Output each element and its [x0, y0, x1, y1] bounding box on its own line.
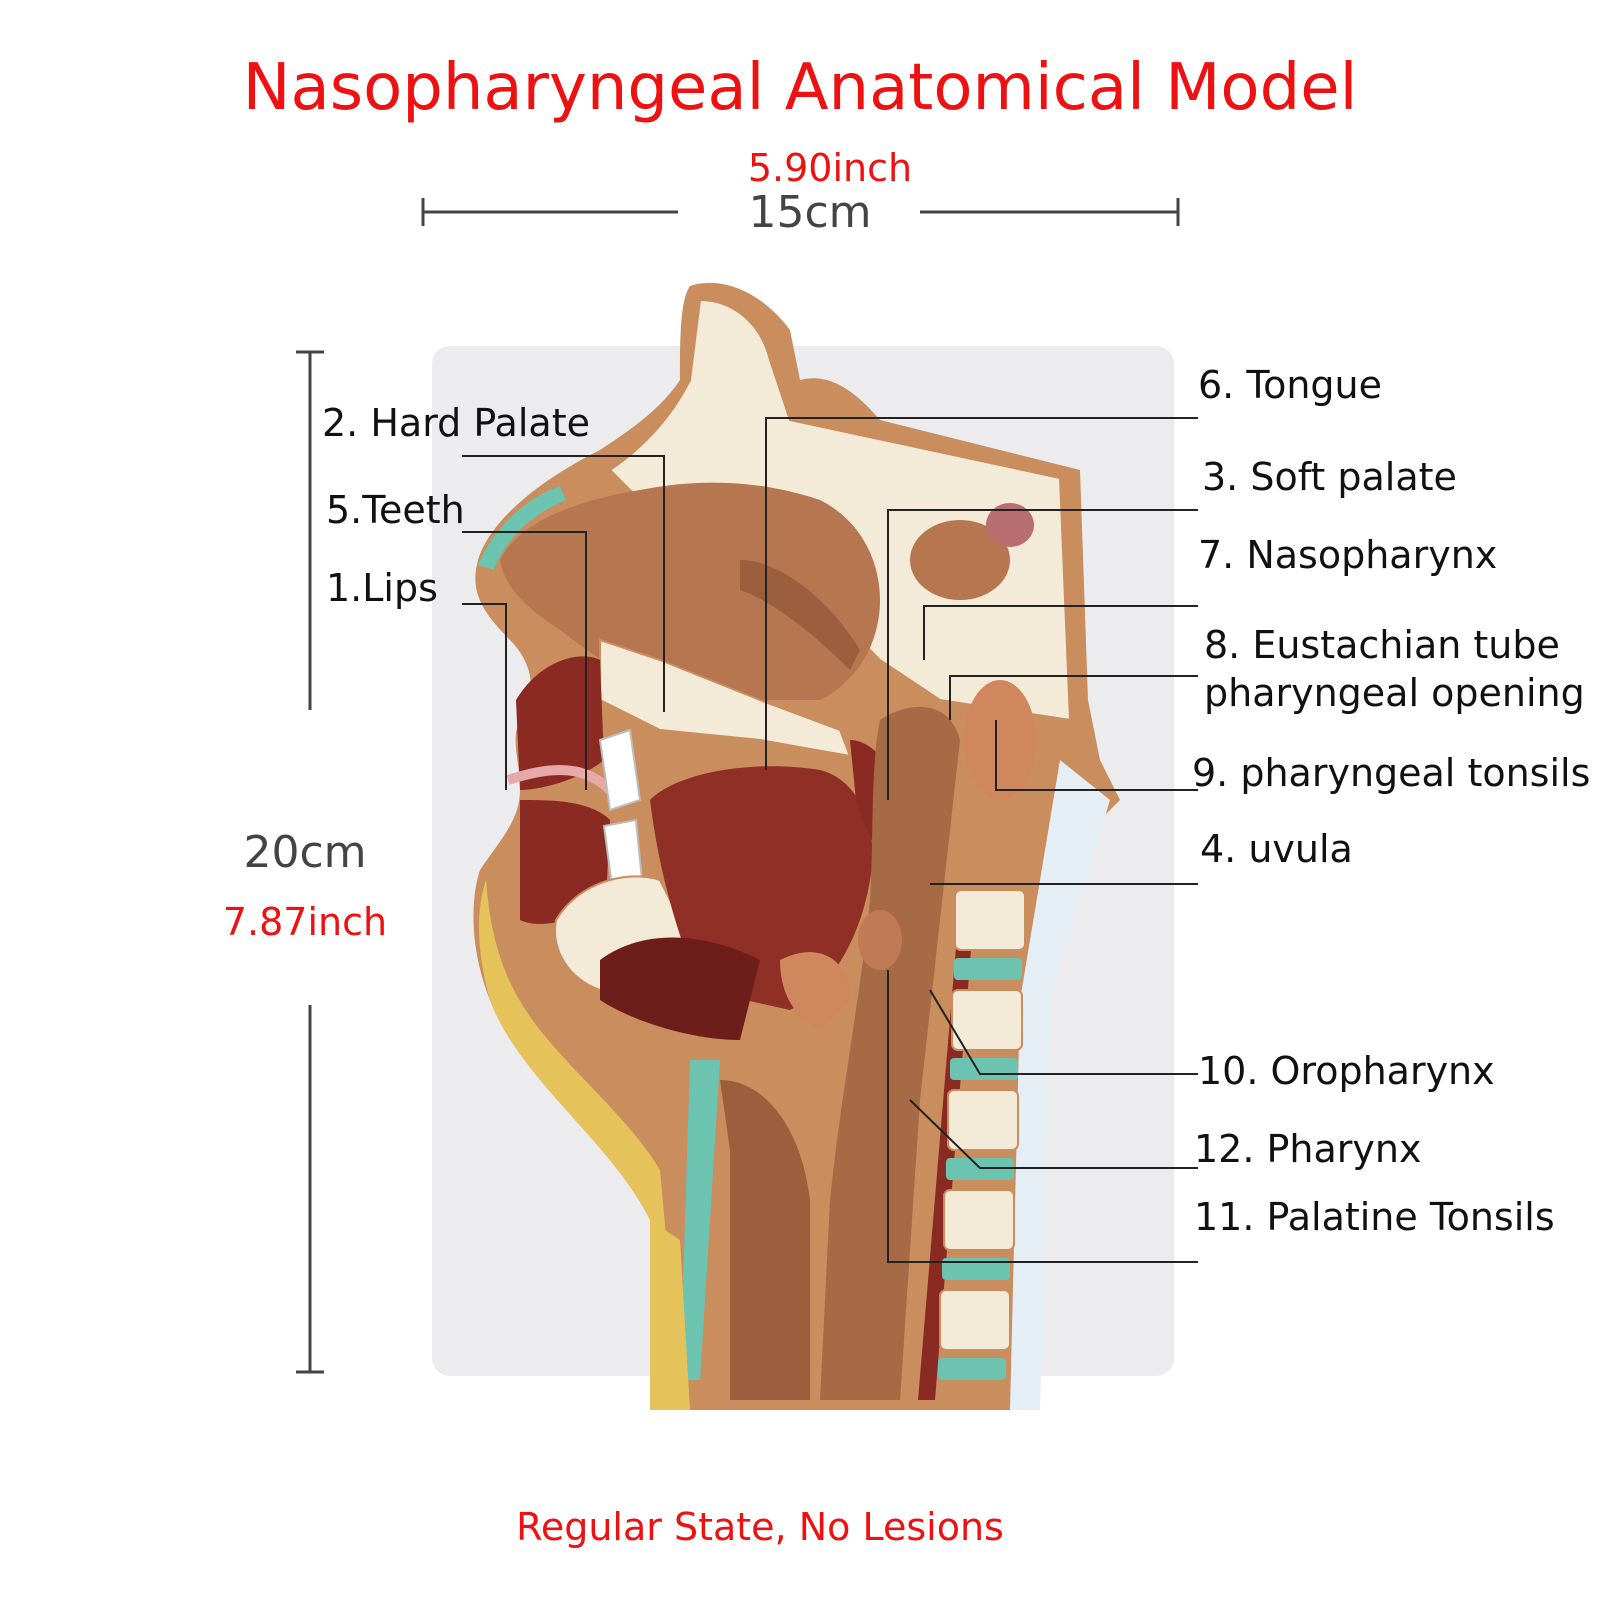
larynx-inner: [720, 1080, 810, 1400]
label-palatine-tonsils: 11. Palatine Tonsils: [1194, 1195, 1555, 1239]
height-dimension-line: [296, 350, 324, 1374]
label-pharynx: 12. Pharynx: [1194, 1127, 1422, 1171]
intervertebral-discs: [938, 958, 1022, 1380]
upper-tooth: [598, 728, 642, 812]
height-inch-label: 7.87inch: [222, 900, 388, 944]
palatine-tonsil: [858, 910, 902, 970]
label-tongue: 6. Tongue: [1198, 363, 1383, 407]
label-eustachian-opening: pharyngeal opening: [1204, 671, 1585, 715]
nasal-cartilage: [478, 486, 566, 570]
nasal-turbinate: [740, 560, 860, 670]
label-eustachian-tube: 8. Eustachian tube: [1204, 623, 1560, 667]
footer-caption: Regular State, No Lesions: [516, 1505, 1004, 1549]
epiglottis: [780, 952, 850, 1030]
upper-lip: [516, 656, 604, 790]
prevertebral-band: [1010, 760, 1110, 1410]
height-cm-label: 20cm: [243, 827, 367, 878]
label-pharyngeal-tonsils: 9. pharyngeal tonsils: [1192, 751, 1591, 795]
label-nasopharynx: 7. Nasopharynx: [1198, 533, 1498, 577]
label-hard-palate: 2. Hard Palate: [322, 401, 590, 445]
vertebrae: [939, 889, 1026, 1351]
lip-line: [506, 765, 614, 794]
pharynx-airway: [820, 706, 960, 1400]
hard-palate-bone: [599, 638, 852, 758]
sphenoid-sinus: [910, 520, 1010, 600]
label-soft-palate: 3. Soft palate: [1202, 455, 1457, 499]
width-inch-label: 5.90inch: [747, 146, 913, 190]
label-oropharynx: 10. Oropharynx: [1198, 1049, 1495, 1093]
pituitary: [986, 503, 1034, 547]
tongue-muscle: [600, 937, 760, 1040]
width-cm-label: 15cm: [748, 187, 872, 238]
label-teeth: 5.Teeth: [326, 488, 465, 532]
larynx-cartilage: [680, 1060, 720, 1380]
page-title: Nasopharyngeal Anatomical Model: [242, 51, 1358, 125]
pharyngeal-tonsil: [964, 680, 1036, 800]
width-dimension-line: [421, 198, 1180, 226]
label-lips: 1.Lips: [326, 566, 438, 610]
label-uvula: 4. uvula: [1200, 827, 1353, 871]
neck-fat: [650, 1220, 690, 1410]
leader-lines: [462, 417, 1198, 1263]
nasal-cavity: [500, 482, 880, 700]
